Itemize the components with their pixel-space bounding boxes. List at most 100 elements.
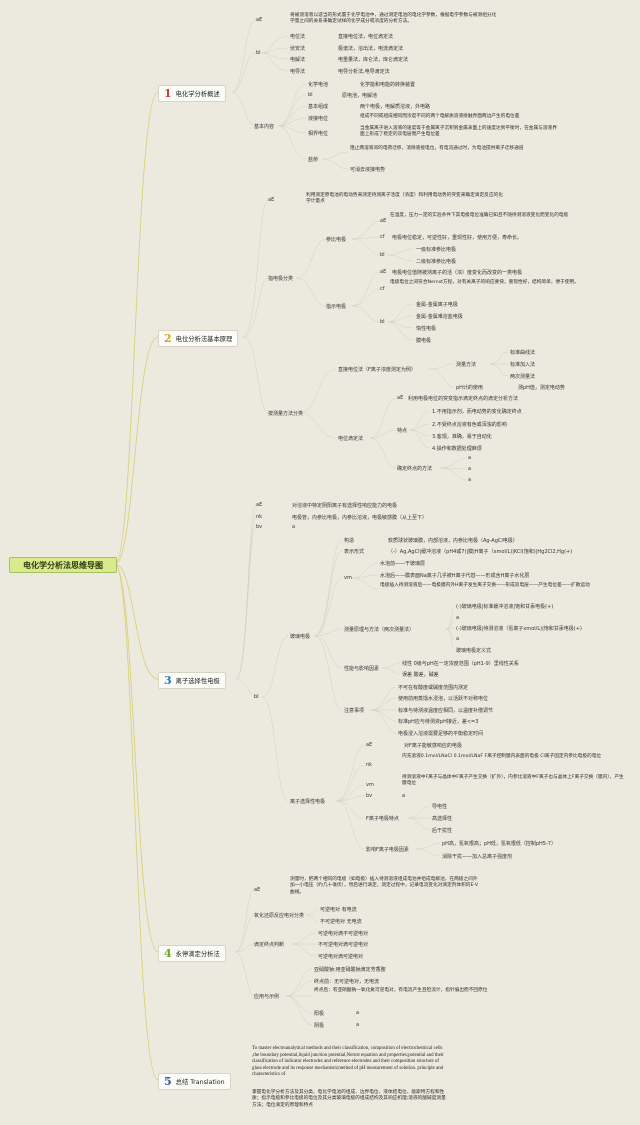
s3-bI-label[interactable]: bI (254, 694, 259, 700)
s4-applications[interactable]: 应用与示例 (254, 994, 280, 1000)
s4-couple-class[interactable]: 氧化还原反应电对分类 (254, 913, 305, 919)
s2-reference-electrode[interactable]: 参比电极 (326, 237, 347, 243)
s2-ind-definition: 电极电位值随被测离子的活（浓）度变化而改变的一类电极 (392, 270, 523, 276)
s3-f-feature-3: 后干扰性 (432, 828, 453, 834)
s5-english-summary: To master electroanalytical methods and … (252, 1046, 444, 1078)
s2-measure-3: 两次测量法 (510, 374, 536, 380)
s3-measure-1: (-)玻璃电极|标准缓冲溶液|饱和甘汞电极(+) (456, 604, 554, 610)
s3-vm-label[interactable]: vm (344, 575, 352, 581)
s2-ref-a[interactable]: aE (380, 218, 387, 224)
s1-b-label[interactable]: bI (256, 50, 261, 56)
s2-ind-b[interactable]: bI (380, 319, 385, 325)
s2-ind-a[interactable]: aE (380, 269, 387, 275)
s3-note-3: 标准与待测液温度应相同，以温度补偿调节 (398, 708, 494, 714)
s2-measure-method[interactable]: 测量方法 (456, 362, 477, 368)
s2-titr-a[interactable]: aE (397, 395, 404, 401)
s2-feature-4: 4.操作和数据处理麻烦 (432, 446, 482, 452)
s2-ph-meter[interactable]: pH计的使用 (456, 385, 483, 391)
s2-endpoint-method[interactable]: 确定终点的方法 (397, 466, 433, 472)
s2-endpoint-1: a (468, 455, 472, 461)
s1-basic-content[interactable]: 基本内容 (254, 124, 275, 130)
s1-a-label[interactable]: aE (256, 17, 263, 23)
s3-measure-principle[interactable]: 测量原理与方法（两次测量法） (344, 627, 415, 633)
s3-notes[interactable]: 注意事项 (344, 708, 365, 714)
s1-method-2[interactable]: 伏安法 (290, 46, 306, 52)
s2-direct-potentiometry[interactable]: 直接电位法（F离子浓度测定为例） (338, 367, 416, 373)
s1-salt-bridge[interactable]: 盐桥 (308, 157, 319, 163)
s1-basic-5[interactable]: 相界电位 (308, 131, 329, 137)
section-3-node[interactable]: 3 离子选择性电极 (158, 672, 226, 689)
s3-ise-bv[interactable]: bv (366, 793, 373, 799)
s2-measure-class[interactable]: 按测量方法分类 (268, 411, 304, 417)
s3-bv-label[interactable]: bv (256, 524, 263, 530)
s1-method-3-desc: 电重量法，库仑法，库仑滴定法 (338, 57, 409, 63)
s3-glass-notation[interactable]: 表示形式 (344, 549, 365, 555)
s3-glass-structure[interactable]: 构造 (344, 538, 355, 544)
s4-app-1: 亚硝酸钠:用亚硝酸钠滴定芳香胺 (314, 967, 386, 973)
s4-anode: 阳极 (314, 1011, 325, 1017)
s1-basic-4[interactable]: 液接电位 (308, 116, 329, 122)
s2-ref-b[interactable]: bI (380, 252, 385, 258)
s2-ref-requirements: 电极电位稳定，可逆性好，重现性好，使用方便，寿命长。 (392, 235, 523, 241)
s3-ise-structure: 内充溶液0.1mol/LNaCl 0.1mol/LNaF F离子控制膜内表面的电… (402, 754, 602, 759)
s3-ise-a[interactable]: aE (366, 742, 373, 748)
s1-method-4[interactable]: 电导法 (290, 69, 306, 75)
s2-indicator-electrode[interactable]: 指示电极 (326, 304, 347, 310)
section-2-number: 2 (164, 332, 172, 345)
s2-features[interactable]: 特点 (397, 428, 408, 434)
s2-feature-1: 1.不用指示剂，而电动势的变化确定终点 (432, 409, 522, 415)
s3-glass-electrode[interactable]: 玻璃电极 (290, 634, 311, 640)
s3-f-features[interactable]: F离子电极特点 (366, 816, 399, 822)
s3-glass-notation-desc: （-）Ag,AgCl|缓冲溶液（pH4或7)|膜|H离子（xmol/L)|KCl… (388, 549, 573, 555)
s3-structure: 电极管，内参比电极，内参比溶液，电极敏感膜（从上至下） (292, 515, 428, 521)
section-5-node[interactable]: 5 总结 Translation (158, 1073, 231, 1090)
s3-nk-label[interactable]: nk (256, 514, 263, 520)
s1-basic-1-desc: 化学能和电能的转换装置 (360, 82, 416, 88)
s2-ref-c[interactable]: cf (380, 234, 385, 240)
s2-a-label[interactable]: aE (268, 197, 275, 203)
s3-measure-2: a (456, 615, 460, 621)
s2-feature-3: 3.客观，准确，易于自动化 (432, 434, 492, 440)
section-2-node[interactable]: 2 电位分析法基本原理 (158, 330, 239, 347)
s4-couple-1: 可逆电对 有电流 (320, 907, 357, 913)
s3-ise-nk[interactable]: nk (366, 762, 373, 768)
section-4-title: 永停滴定分析法 (175, 951, 220, 958)
s4-cathode: 阴极 (314, 1023, 325, 1029)
s3-ion-selective-electrode[interactable]: 离子选择性电极 (290, 799, 326, 805)
s3-ise-vm[interactable]: vm (366, 782, 374, 788)
s4-judge-2: 不可逆电对滴可逆电对 (318, 942, 369, 948)
s1-method-3[interactable]: 电解法 (290, 57, 306, 63)
s3-f-factor-1: pH高，氢氧根高；pH低，氢氧根低（控制pH5-7） (442, 841, 556, 847)
s1-method-1[interactable]: 电位法 (290, 34, 306, 40)
s4-a-label[interactable]: aE (254, 887, 261, 893)
s2-endpoint-2: a (468, 466, 472, 472)
s3-note-2: 使用前用蒸馏水浸泡，以活跃不对称电位 (398, 696, 489, 702)
mindmap-root[interactable]: 电化学分析法思维导图 (9, 557, 117, 573)
s3-f-factors[interactable]: 影响F离子电极因素 (366, 847, 409, 853)
s3-ise-bv-value: a (402, 793, 406, 799)
s3-vm-2: 水泡后——膜表面Na离子几乎被H离子代替——形成含H离子水化层 (380, 573, 530, 579)
s4-anode-value: a (356, 1010, 360, 1016)
s3-a-label[interactable]: aE (256, 502, 263, 508)
s3-measure-5: 玻璃电极定义式 (456, 648, 492, 654)
s4-endpoint-judge[interactable]: 滴定终点判断 (254, 942, 285, 948)
s2-ind-c[interactable]: cf (380, 286, 385, 292)
s3-vm-3: 电极插入待测溶液后——电极膜内外H离子发生离子交换——形成双电层——产生电位差—… (380, 583, 590, 588)
s2-ind-type-4: 膜电极 (416, 338, 432, 344)
s3-definition: 对溶液中特定阴阳离子有选择性响应能力的电极 (292, 503, 398, 509)
s2-measure-2: 标准加入法 (510, 362, 536, 368)
s1-basic-3[interactable]: 基本组成 (308, 104, 329, 110)
s1-basic-2[interactable]: bI (308, 92, 313, 98)
s2-ref-type-1: 一级标准参比电极 (416, 247, 457, 253)
s3-performance[interactable]: 性能与影响因素 (344, 666, 380, 672)
s2-potentiometric-titration[interactable]: 电位滴定法 (338, 436, 364, 442)
s2-ph-meter-desc: 测pH值，测定电动势 (518, 385, 565, 391)
s4-definition: 测量时，把两个相同的电极（如电极）插入待测溶液组成电池并组成电解池，在两极之间外… (290, 877, 479, 895)
s1-basic-1[interactable]: 化学电池 (308, 82, 329, 88)
s2-electrode-class[interactable]: 指电极分类 (268, 276, 294, 282)
section-2-title: 电位分析法基本原理 (175, 336, 233, 343)
section-1-node[interactable]: 1 电化学分析概述 (158, 85, 226, 102)
s3-ise-definition: 对F离子能敏感响应的电极 (404, 743, 462, 749)
section-4-node[interactable]: 4 永停滴定分析法 (158, 945, 226, 962)
s1-salt-1: 阻止两溶液间的电荷迁移，消除液接电位，有电流通过时，为电池提供离子迁移通道 (350, 146, 524, 151)
